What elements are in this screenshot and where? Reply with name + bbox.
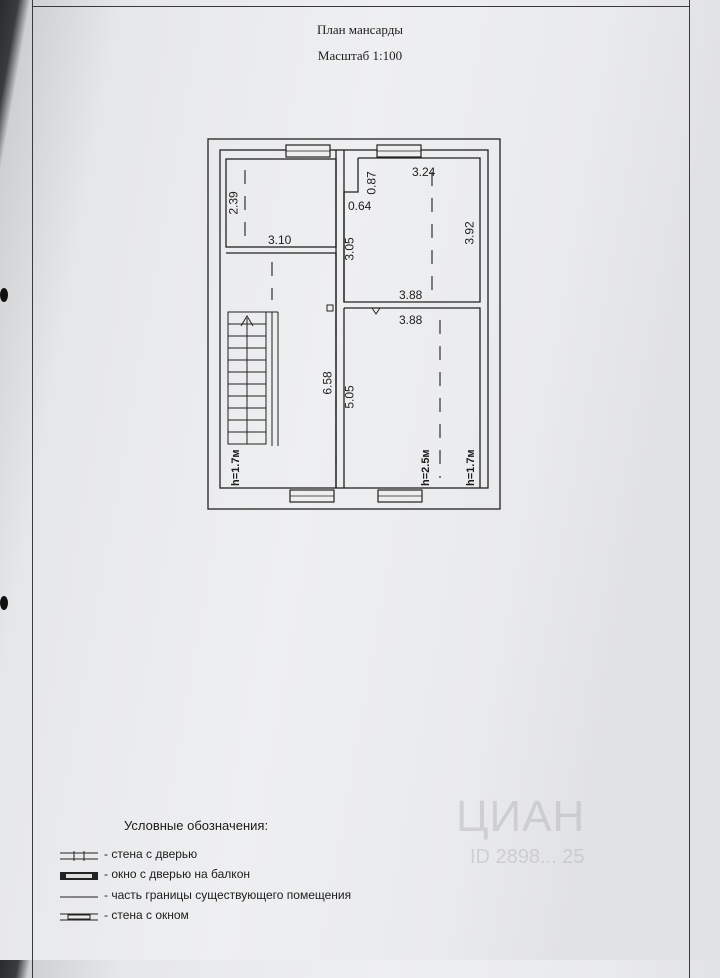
dim-label-3-92: 3.92	[462, 221, 477, 245]
punch-hole	[0, 288, 8, 302]
height-label-room-edge: h=1.7м	[465, 449, 477, 486]
inner-wall	[219, 149, 489, 489]
dim-label-3-24: 3.24	[412, 165, 436, 179]
legend-text: - стена с дверью	[104, 847, 198, 861]
watermark-id: ID 2898... 25	[470, 846, 585, 868]
window-door-balcony-symbol-icon	[60, 872, 98, 880]
legend-item-window-door-balcony: - окно с дверью на балкон	[60, 867, 400, 885]
room-lower-right	[344, 307, 481, 488]
page-frame	[32, 0, 690, 978]
wall-window-symbol-icon	[60, 913, 98, 921]
dim-label-3-88-bottom: 3.88	[399, 313, 423, 327]
legend-text: - стена с окном	[104, 908, 189, 922]
watermark-logo: ЦИАН	[456, 792, 586, 841]
height-label-room: h=2.5м	[420, 449, 432, 486]
dim-label-3-88-top: 3.88	[399, 288, 423, 302]
legend-item-wall-door: - стена с дверью	[60, 847, 400, 865]
existing-border-symbol-icon	[60, 896, 98, 898]
wall-door-symbol-icon	[60, 851, 98, 861]
dim-label-6-58: 6.58	[320, 371, 335, 395]
punch-hole	[0, 596, 8, 610]
room-hall	[226, 252, 337, 488]
dim-label-0-64: 0.64	[348, 199, 372, 213]
plan-title: План мансарды	[316, 22, 404, 37]
legend-text: - окно с дверью на балкон	[104, 867, 250, 881]
dim-label-0-87: 0.87	[364, 171, 379, 195]
outer-wall	[207, 138, 501, 510]
height-label-hall: h=1.7м	[230, 449, 242, 486]
legend-title: Условные обозначения:	[124, 818, 269, 833]
dim-label-2-39: 2.39	[226, 191, 241, 215]
dim-label-5-05: 5.05	[342, 385, 357, 409]
dim-label-3-05: 3.05	[342, 237, 357, 261]
legend-item-existing-border: - часть границы существующего помещения	[60, 888, 400, 906]
legend-text: - часть границы существующего помещения	[104, 888, 352, 902]
plan-scale: Масштаб 1:100	[317, 48, 403, 63]
legend-item-wall-window: - стена с окном	[60, 908, 400, 926]
dim-label-3-10: 3.10	[268, 233, 292, 247]
